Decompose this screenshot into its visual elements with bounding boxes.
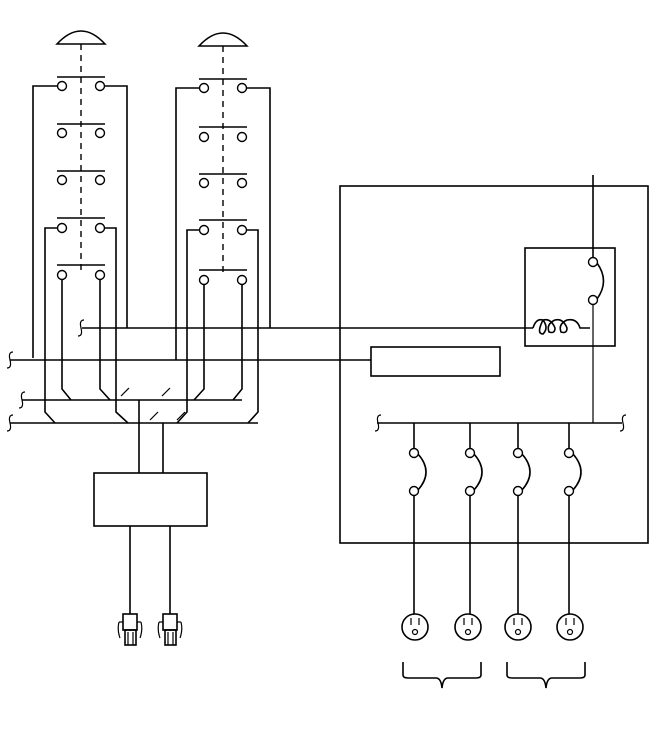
mushroom-button-icon <box>199 33 247 46</box>
relay-contact <box>565 423 582 614</box>
switch-left <box>33 31 128 423</box>
receptacle-icon <box>557 614 583 640</box>
distribution-box <box>340 175 648 614</box>
relay-coil-icon <box>533 320 590 334</box>
plug-icon <box>158 614 182 645</box>
control-box <box>94 473 207 614</box>
relay-contact <box>514 423 531 614</box>
receptacle-icon <box>455 614 481 640</box>
relay-box <box>525 248 615 346</box>
receptacle-icon <box>402 614 428 640</box>
resistor-element <box>371 347 500 376</box>
plug-icon <box>118 614 142 645</box>
mushroom-button-icon <box>57 31 105 44</box>
relay-contact <box>410 423 427 614</box>
brace-icon <box>507 662 585 688</box>
bus-lines <box>7 320 533 473</box>
brace-icon <box>403 662 481 688</box>
switch-right <box>176 33 270 423</box>
receptacle-icon <box>505 614 531 640</box>
relay-contact <box>466 423 483 614</box>
